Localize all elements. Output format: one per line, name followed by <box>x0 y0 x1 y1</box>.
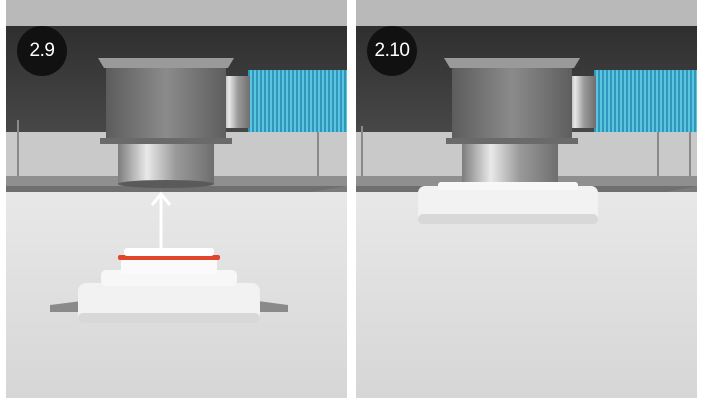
valve-neck <box>121 256 217 274</box>
flexible-duct <box>594 70 697 132</box>
ceiling-surface <box>356 192 697 398</box>
ceiling-rail-shadow <box>6 186 347 192</box>
valve-top <box>124 248 214 256</box>
step-badge: 2.9 <box>17 26 67 76</box>
plenum-lip <box>446 138 578 144</box>
installation-scene <box>356 0 697 398</box>
step-panel-2-10: 2.10 <box>356 0 697 398</box>
concrete-top <box>356 0 697 26</box>
step-badge: 2.10 <box>367 26 417 76</box>
plenum-flange <box>444 58 580 68</box>
flexible-duct <box>248 70 347 132</box>
plenum-flange <box>98 58 234 68</box>
installed-valve-top <box>438 182 578 190</box>
concrete-top <box>6 0 347 26</box>
plenum-box <box>106 58 226 140</box>
arrow-head <box>150 191 172 206</box>
seal-gasket <box>118 255 220 260</box>
installation-scene <box>6 0 347 398</box>
step-panel-2-9: 2.9 <box>6 0 347 398</box>
installed-valve-shade <box>418 214 598 224</box>
step-number: 2.10 <box>374 40 410 61</box>
plenum-lip <box>100 138 232 144</box>
spigot-pipe <box>118 144 214 184</box>
spigot-pipe <box>462 144 558 186</box>
plenum-box <box>452 58 572 140</box>
spigot-rim <box>118 180 214 188</box>
step-number: 2.9 <box>29 40 55 61</box>
valve-base-shade <box>78 313 260 323</box>
